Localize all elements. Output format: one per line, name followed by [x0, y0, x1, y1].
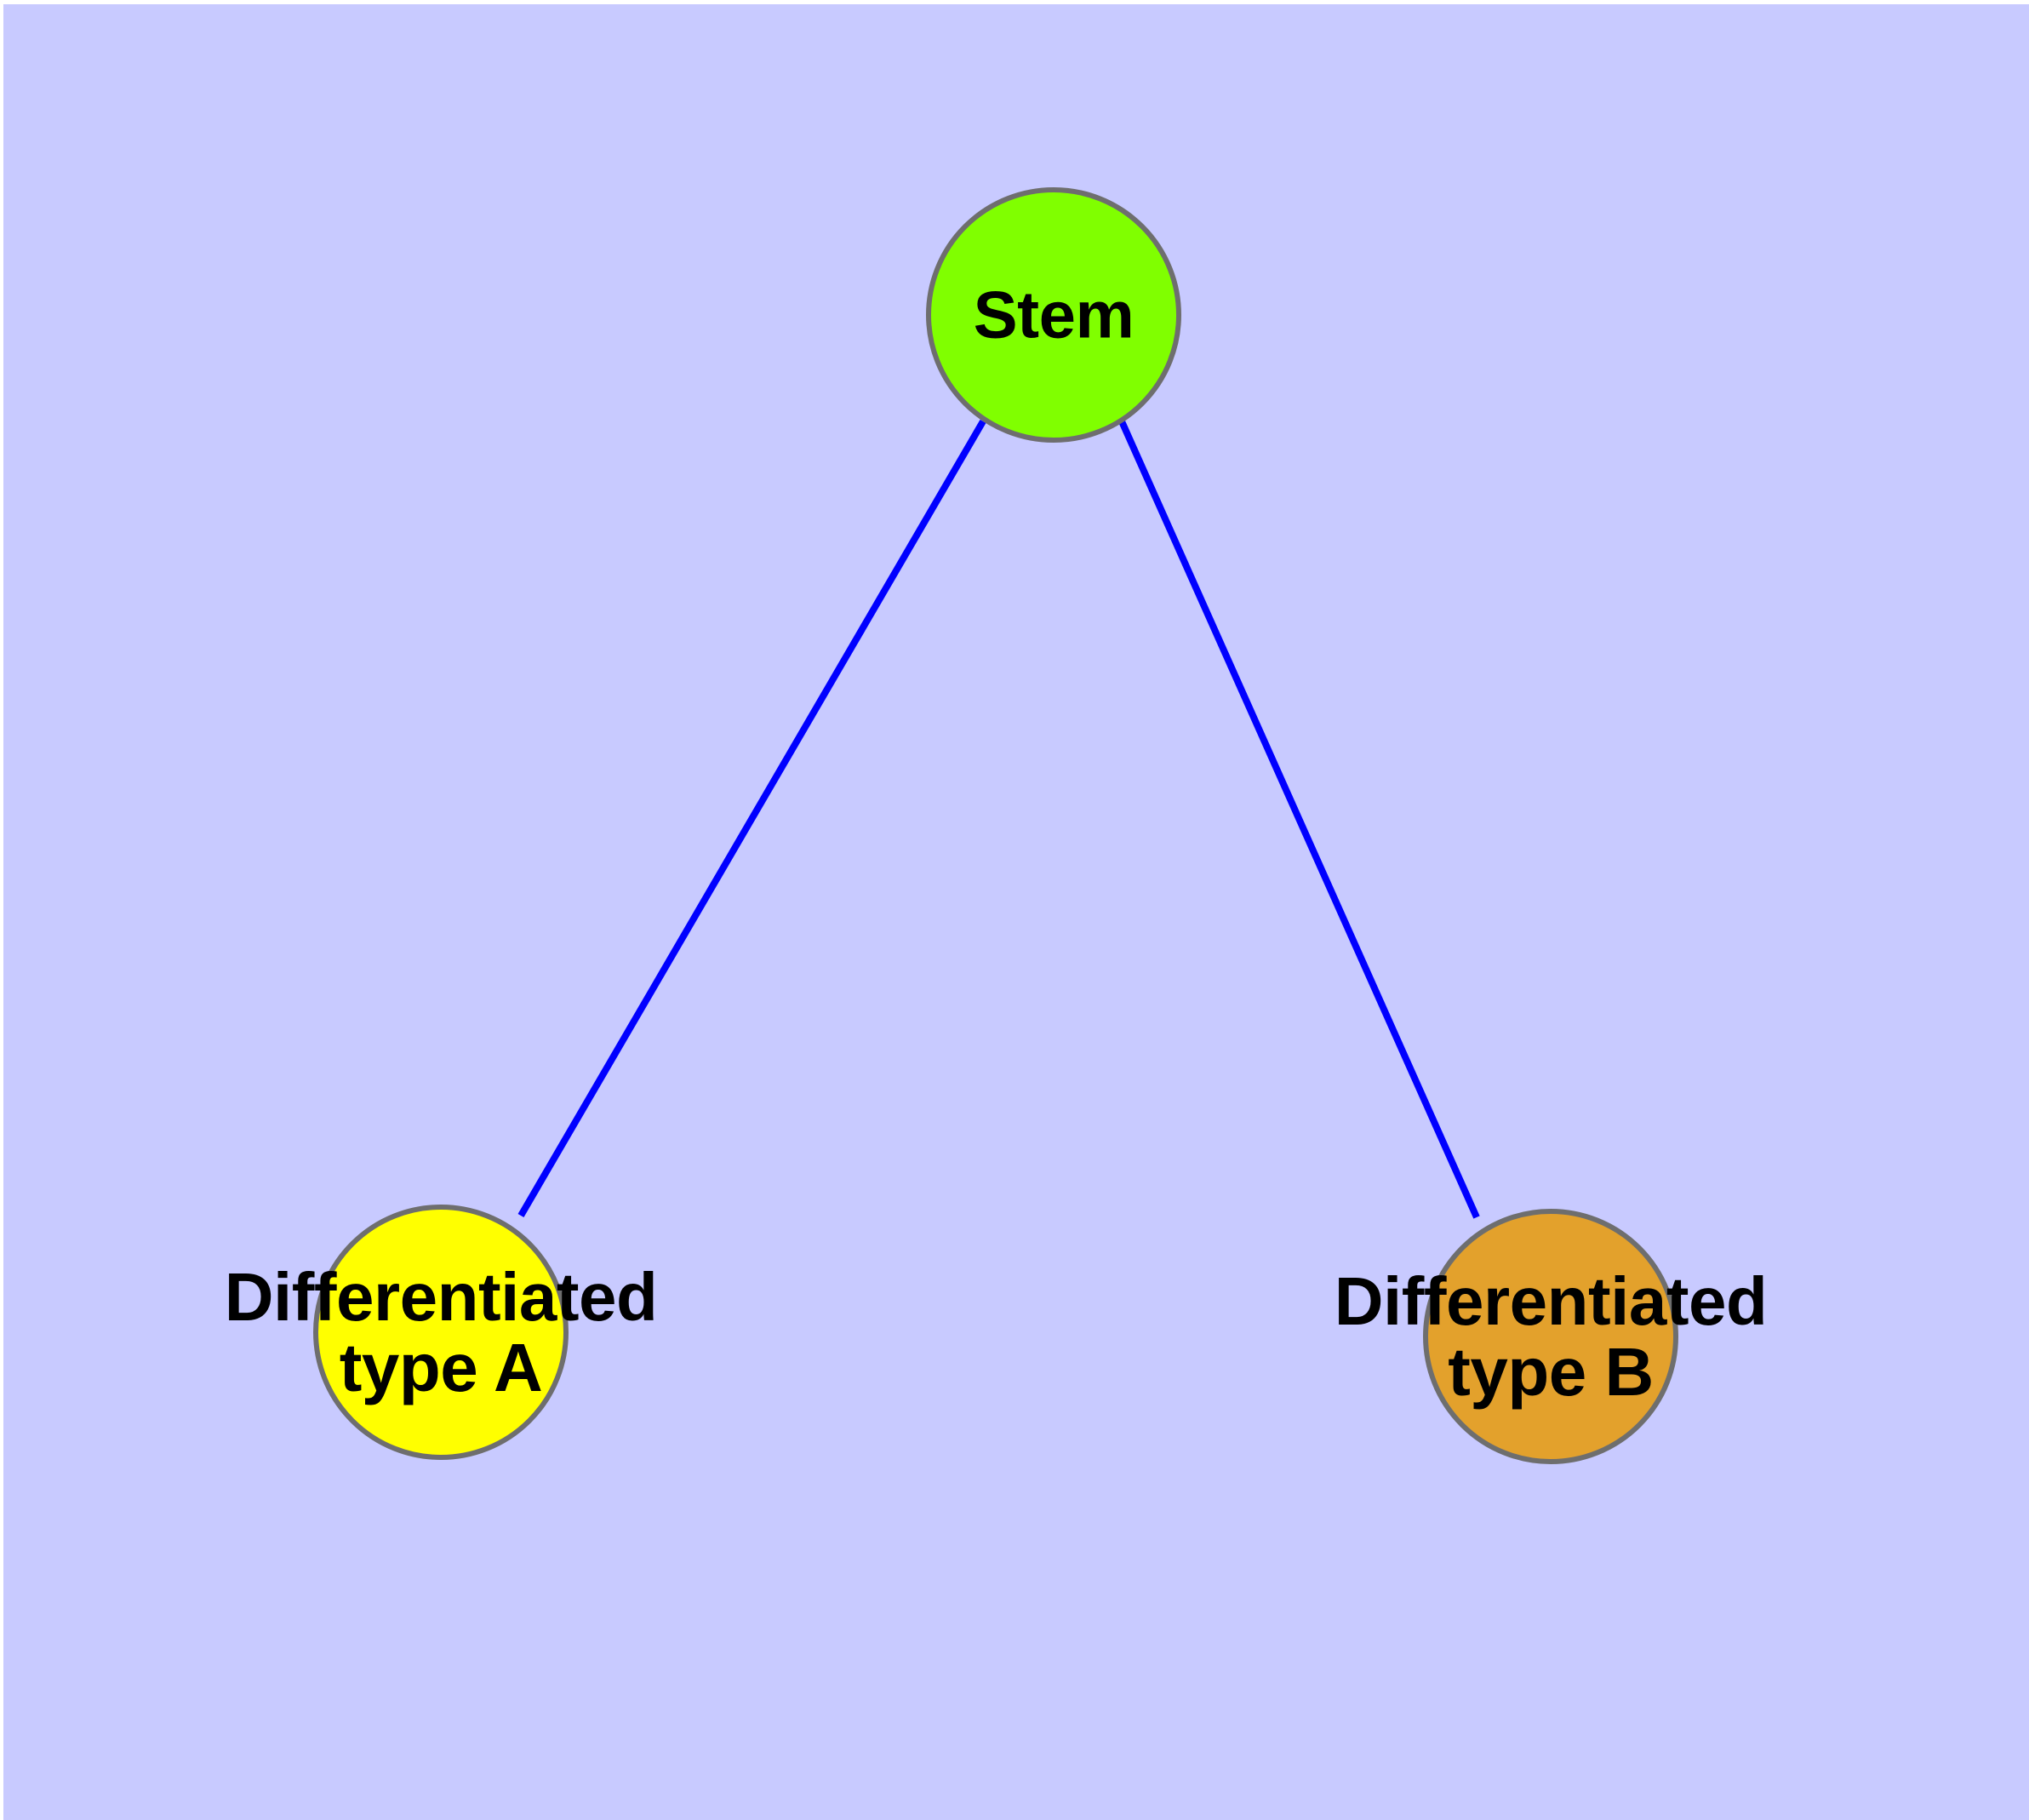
edge-stem-to-diff-a[interactable] — [517, 419, 986, 1218]
node-diff-b[interactable] — [1423, 1209, 1678, 1464]
node-stem[interactable] — [926, 187, 1181, 443]
edge-layer — [517, 419, 1480, 1219]
edge-stem-to-diff-b[interactable] — [1118, 420, 1480, 1219]
node-layer — [313, 187, 1678, 1464]
node-diff-a[interactable] — [313, 1205, 569, 1460]
